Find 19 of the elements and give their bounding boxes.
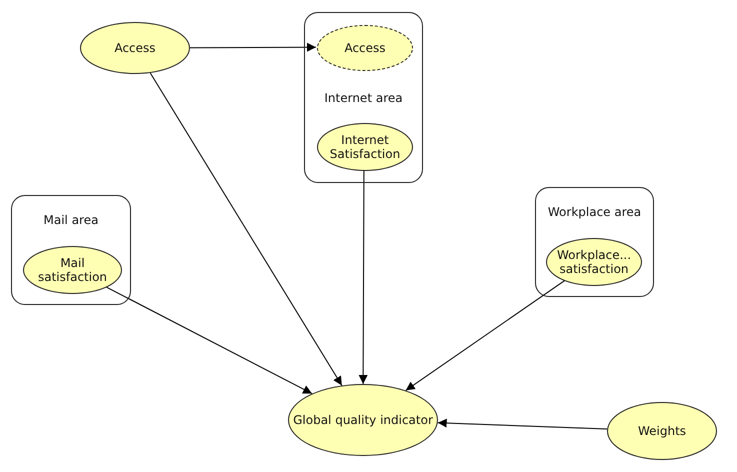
arrow (104, 286, 313, 394)
arrow (190, 42, 316, 52)
ellipse-node: Internet Satisfaction (317, 123, 413, 171)
ellipse-node: Access (80, 22, 190, 74)
area-label: Internet area (323, 91, 404, 105)
arrow (358, 170, 368, 384)
arrow (405, 280, 566, 391)
ellipse-node: Mail satisfaction (23, 246, 122, 294)
area-label: Workplace area (546, 205, 642, 219)
ellipse-node: Workplace... satisfaction (546, 238, 642, 286)
arrow (437, 418, 608, 430)
area-label: Mail area (42, 213, 100, 227)
area-container (535, 187, 654, 297)
ellipse-node: Global quality indicator (288, 384, 438, 456)
area-container (304, 12, 423, 183)
dashed-ellipse-node: Access (317, 25, 413, 71)
arrow (150, 72, 342, 386)
ellipse-node: Weights (607, 402, 717, 460)
area-container (11, 195, 131, 305)
